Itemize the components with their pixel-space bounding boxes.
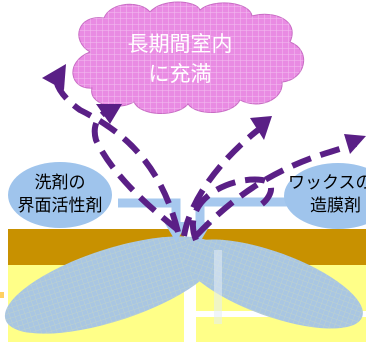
cloud-text-line1: 長期間室内 bbox=[127, 32, 233, 56]
left-label-line1: 洗剤の bbox=[34, 173, 86, 193]
penetration-area-right bbox=[181, 239, 363, 329]
left-label-line2: 界面活性剤 bbox=[17, 196, 103, 216]
emission-arrowheads bbox=[42, 64, 366, 154]
left-label-bubble bbox=[8, 162, 112, 228]
right-label-bubble bbox=[284, 163, 366, 229]
arrowhead-left-mid bbox=[96, 104, 122, 124]
arrowhead-right bbox=[344, 134, 366, 154]
flow-arrow-right bbox=[195, 197, 295, 226]
arrow-to-left-mid bbox=[91, 109, 180, 233]
arrowhead-upper-left bbox=[42, 64, 66, 90]
arrow-to-cloud-bottom bbox=[181, 127, 260, 237]
penetration-area-left bbox=[4, 236, 220, 334]
right-label-line1: ワックスの bbox=[288, 173, 366, 193]
arrow-to-upper-left bbox=[53, 79, 181, 233]
right-label-line2: 造膜剤 bbox=[310, 196, 361, 216]
arrowhead-cloud-bottom bbox=[250, 116, 272, 140]
arrow-to-right bbox=[193, 141, 357, 239]
cloud-shape bbox=[72, 1, 305, 115]
arrow-to-right-loop bbox=[190, 176, 274, 242]
emission-arrows bbox=[53, 79, 357, 242]
cloud-text-line2: に充満 bbox=[148, 62, 212, 86]
